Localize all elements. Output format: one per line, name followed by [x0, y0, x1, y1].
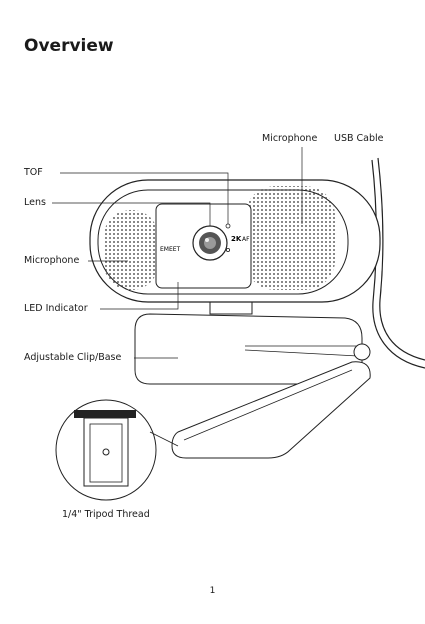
label-tof: TOF — [24, 167, 43, 179]
hinge — [354, 344, 370, 360]
tof-sensor — [226, 224, 230, 228]
label-led-indicator: LED Indicator — [24, 303, 88, 315]
label-lens: Lens — [24, 197, 46, 209]
mic-grille-left — [104, 210, 158, 290]
led-dot — [226, 248, 229, 251]
tripod-thread-hole — [103, 449, 109, 455]
page-number: 1 — [0, 586, 425, 596]
label-usb-cable: USB Cable — [334, 133, 384, 145]
usb-cable — [378, 158, 425, 360]
camera-resolution-text: 2K — [231, 235, 242, 243]
camera-af-text: AF — [242, 236, 250, 243]
label-microphone-top: Microphone — [262, 133, 317, 145]
label-microphone-left: Microphone — [24, 255, 79, 267]
camera-brand-text: EMEET — [160, 246, 181, 253]
label-clip-base: Adjustable Clip/Base — [24, 352, 121, 364]
label-tripod-thread: 1/4" Tripod Thread — [62, 509, 150, 521]
mic-grille-right — [245, 186, 335, 290]
